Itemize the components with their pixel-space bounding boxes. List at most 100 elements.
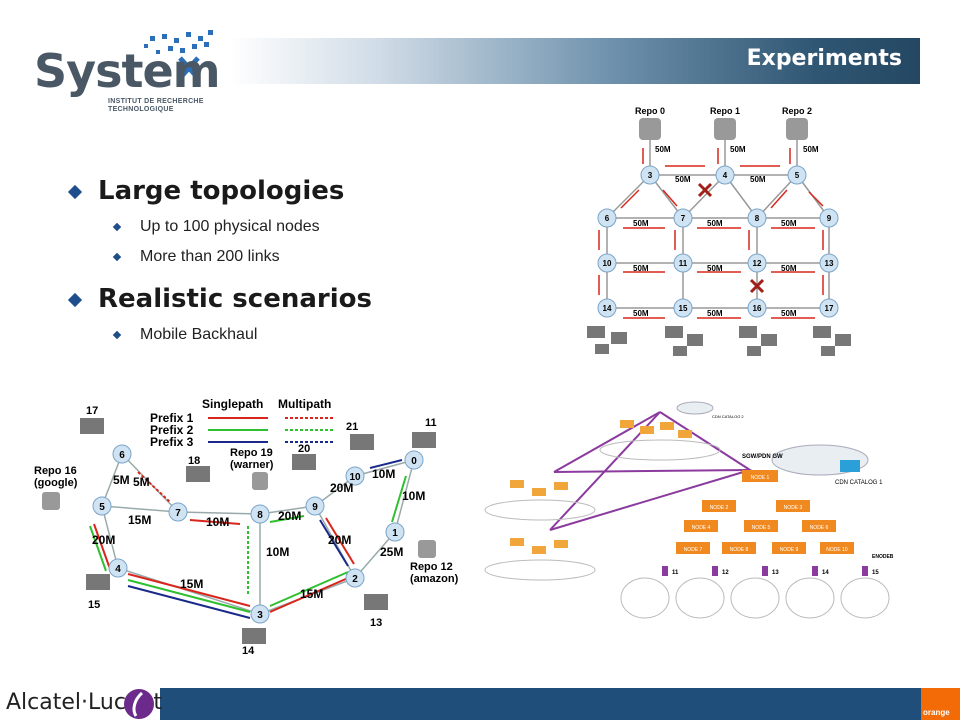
isp-node: 4: [115, 564, 121, 575]
systemx-logo: System: [34, 44, 221, 98]
grid-node: 15: [679, 304, 688, 313]
svg-text:NODE 3: NODE 3: [784, 505, 803, 511]
link-label: 50M: [707, 264, 723, 273]
grid-node: 10: [603, 259, 612, 268]
repo-icons: Repo 0 Repo 1 Repo 2: [635, 106, 812, 140]
grid-node: 7: [681, 214, 686, 223]
diamond-bullet-icon: [112, 252, 122, 262]
isp-topology-diagram: Singlepath Multipath Prefix 1 Prefix 2 P…: [34, 397, 459, 657]
isp-node: 7: [175, 508, 181, 519]
svg-text:NODE 5: NODE 5: [752, 525, 771, 531]
systemx-logo-dots: [144, 30, 213, 80]
bullet-realistic-scenarios: Realistic scenarios: [67, 284, 372, 314]
repo-label: (warner): [230, 459, 274, 471]
alcatel-lucent-mark-icon: [124, 689, 154, 719]
repo-label: (amazon): [410, 573, 459, 585]
svg-text:NODE 2: NODE 2: [710, 505, 729, 511]
footer-bar: [160, 688, 960, 720]
orange-logo-text: orange: [923, 708, 950, 717]
grid-node: 4: [723, 171, 728, 180]
logo-subtitle-2: TECHNOLOGIQUE: [108, 106, 174, 113]
isp-node: 3: [257, 610, 263, 621]
client-label: 11: [425, 417, 437, 429]
link-label: 50M: [750, 175, 766, 184]
legend-prefix: Prefix 2: [150, 423, 194, 437]
client-label: 20: [298, 443, 310, 455]
grid-topology-diagram: Repo 0 Repo 1 Repo 2 3 4 5 6 7 8 9 10 11…: [587, 106, 851, 356]
grid-node: 8: [755, 214, 760, 223]
legend-multipath: Multipath: [278, 397, 331, 411]
grid-node: 13: [825, 259, 834, 268]
link-label: 50M: [730, 145, 746, 154]
isp-node: 9: [312, 502, 318, 513]
node-box: [742, 470, 778, 482]
svg-text:NODE 4: NODE 4: [692, 525, 711, 531]
isp-node: 2: [352, 574, 358, 585]
grid-node: 11: [679, 259, 688, 268]
isp-link-label: 10M: [402, 489, 425, 503]
diamond-bullet-icon: [67, 292, 83, 307]
isp-link-label: 10M: [266, 545, 289, 559]
diamond-bullet-icon: [67, 184, 83, 199]
router-clusters: [510, 420, 692, 554]
link-label: 50M: [675, 175, 691, 184]
logo-subtitle-1: INSTITUT DE RECHERCHE: [108, 98, 204, 105]
page-title: Experiments: [746, 46, 902, 71]
svg-text:NODE 7: NODE 7: [684, 547, 703, 553]
gateway-label: SGW/PDN GW: [742, 454, 783, 460]
svg-text:NODE 9: NODE 9: [780, 547, 799, 553]
svg-text:NODE 1: NODE 1: [751, 475, 770, 481]
isp-link-label: 20M: [328, 533, 351, 547]
grid-node: 16: [753, 304, 762, 313]
svg-text:NODE 8: NODE 8: [730, 547, 749, 553]
grid-node: 9: [827, 214, 832, 223]
svg-text:15: 15: [872, 570, 879, 576]
svg-text:NODE 6: NODE 6: [810, 525, 829, 531]
repo-label: Repo 19: [230, 447, 273, 459]
header-bar: [230, 38, 920, 84]
sub-bullet: Up to 100 physical nodes: [112, 218, 372, 236]
isp-link-label: 15M: [128, 513, 151, 527]
grid-node: 3: [648, 171, 653, 180]
diamond-bullet-icon: [112, 222, 122, 232]
legend-singlepath: Singlepath: [202, 397, 263, 411]
client-label: 21: [346, 421, 358, 433]
enodeb-label: ENODEB: [872, 554, 894, 560]
bullet-list: Large topologies Up to 100 physical node…: [67, 176, 372, 344]
grid-node: 6: [605, 214, 610, 223]
svg-text:12: 12: [722, 570, 729, 576]
isp-link-label: 5M: [113, 473, 130, 487]
sub-bullet: Mobile Backhaul: [112, 326, 372, 344]
svg-text:11: 11: [672, 570, 679, 576]
isp-link-label: 20M: [278, 509, 301, 523]
repo-server-icons: [42, 472, 436, 558]
link-label: 50M: [781, 264, 797, 273]
client-pc-icons: [587, 326, 851, 356]
antenna-icons: [662, 566, 868, 576]
legend-prefix: Prefix 1: [150, 411, 194, 425]
svg-text:14: 14: [822, 570, 829, 576]
isp-link-label: 15M: [300, 587, 323, 601]
grid-node: 14: [603, 304, 612, 313]
link-label: 50M: [633, 264, 649, 273]
link-label: 50M: [707, 219, 723, 228]
client-label: 13: [370, 617, 382, 629]
repo-label: Repo 16: [34, 465, 77, 477]
link-label: 50M: [781, 309, 797, 318]
client-label: 17: [86, 405, 98, 417]
repo-label: Repo 12: [410, 561, 453, 573]
catalog-icon: [840, 460, 860, 472]
isp-link-label: 10M: [206, 515, 229, 529]
link-label: 50M: [707, 309, 723, 318]
link-label: 50M: [633, 219, 649, 228]
isp-node: 8: [257, 510, 263, 521]
link-label: 50M: [655, 145, 671, 154]
repo-label: (google): [34, 477, 78, 489]
isp-link-label: 5M: [133, 475, 150, 489]
legend-prefix: Prefix 3: [150, 435, 194, 449]
grid-repo-label: Repo 0: [635, 106, 665, 116]
grid-repo-label: Repo 2: [782, 106, 812, 116]
isp-node: 5: [99, 502, 105, 513]
client-label: 18: [188, 455, 200, 467]
grid-repo-label: Repo 1: [710, 106, 740, 116]
